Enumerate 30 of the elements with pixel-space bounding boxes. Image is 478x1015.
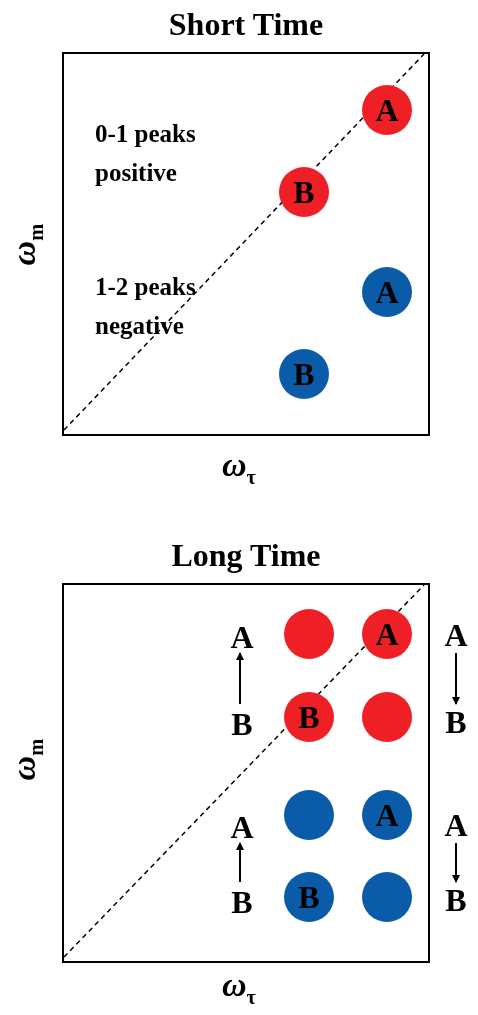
dot [362,872,412,922]
state-letter: B [227,706,257,742]
labeled-dot: B [284,872,334,922]
labeled-dot: A [362,790,412,840]
state-letter: A [441,617,471,653]
panel-title: Long Time [170,537,322,574]
axis-label: ω$_{τ}$ [222,968,256,1008]
arrow [236,842,244,883]
state-letter: A [227,809,257,845]
annotation-text: 1-2 peaks negative [95,272,197,341]
state-letter: B [441,704,471,740]
panel-title: Short Time [167,6,325,43]
state-letter: B [227,884,257,920]
state-letter: B [441,882,471,918]
dot [284,609,334,659]
labeled-dot: B [279,349,329,399]
state-letter: A [441,807,471,843]
arrow [452,842,460,883]
labeled-dot: A [362,267,412,317]
labeled-dot: B [284,692,334,742]
labeled-dot: B [279,167,329,217]
annotation-text: 0-1 peaks positive [95,119,197,188]
axis-label: ω$_{τ}$ [222,448,256,488]
dot [362,692,412,742]
dot [284,790,334,840]
labeled-dot: A [362,85,412,135]
labeled-dot: A [362,609,412,659]
arrow [452,652,460,705]
state-letter: A [227,619,257,655]
arrow [236,652,244,705]
